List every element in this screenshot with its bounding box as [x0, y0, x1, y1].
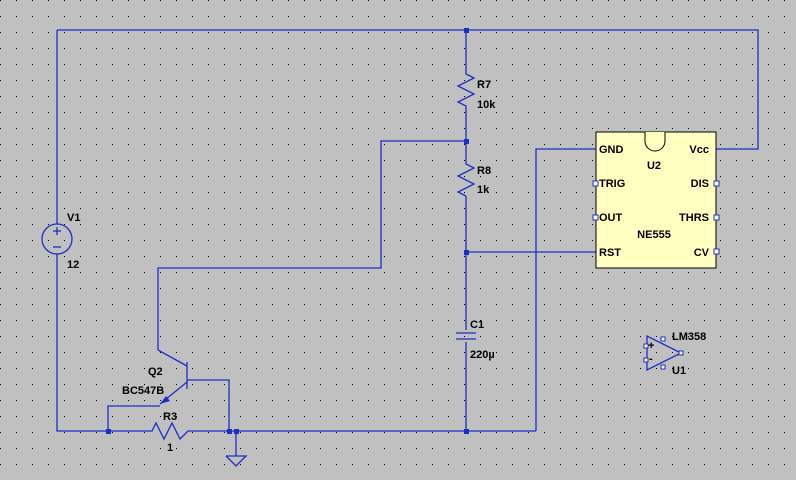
junction	[234, 429, 239, 434]
wire-v1-bottom[interactable]	[56, 254, 108, 432]
c1-name-label: C1	[470, 319, 484, 331]
transistor-q2[interactable]: Q2 BC547B	[122, 349, 188, 405]
pin-out-marker	[592, 214, 599, 221]
c1-value-label: 220µ	[470, 349, 495, 361]
u1-model-label: LM358	[672, 331, 706, 343]
v1-name-label: V1	[67, 212, 80, 224]
wire-gnd-pin[interactable]	[535, 148, 596, 431]
junction	[464, 28, 469, 33]
q2-model-label: BC547B	[122, 385, 164, 397]
transistor-q2-collector	[157, 349, 188, 367]
u1-name-label: U1	[672, 365, 686, 377]
pin-cv-marker	[713, 248, 720, 255]
junction	[227, 429, 232, 434]
u2-model-label: NE555	[637, 229, 671, 241]
resistor-r8[interactable]: R8 1k	[456, 160, 491, 197]
opamp-minus-icon: -	[649, 353, 653, 365]
r3-value-label: 1	[167, 442, 173, 454]
wire-q2-base[interactable]	[187, 379, 230, 431]
u2-name-label: U2	[647, 160, 661, 172]
pin-vcc-label: Vcc	[689, 144, 709, 156]
resistor-r7[interactable]: R7 10k	[456, 70, 496, 111]
pin-thrs-marker	[713, 214, 720, 221]
pin-trig-marker	[592, 180, 599, 187]
junction	[464, 139, 469, 144]
ic-u2[interactable]: GND TRIG OUT RST Vcc DIS THRS CV U2 NE55…	[592, 131, 720, 269]
wire-r3-left[interactable]	[107, 405, 160, 431]
opamp-pin-marker	[678, 350, 684, 356]
ground-icon	[225, 455, 248, 467]
opamp-u1[interactable]: + - LM358 U1	[643, 331, 706, 377]
pin-rst-label: RST	[599, 247, 621, 259]
opamp-plus-icon: +	[648, 340, 654, 352]
wire-q2-collector[interactable]	[157, 140, 466, 350]
opamp-pin-marker	[660, 364, 666, 370]
resistor-r3[interactable]: R3 1	[108, 411, 190, 454]
pin-out-label: OUT	[599, 212, 623, 224]
ground-symbol[interactable]	[225, 455, 248, 467]
r8-value-label: 1k	[477, 184, 490, 196]
transistor-q2-emitter-arrow	[160, 396, 170, 404]
junction	[464, 250, 469, 255]
resistor-r8-symbol	[456, 160, 476, 197]
ic-u2-notch	[644, 132, 666, 152]
pin-dis-marker	[713, 180, 720, 187]
opamp-pin-marker	[643, 357, 649, 363]
capacitor-c1[interactable]: C1 220µ	[456, 319, 495, 361]
v1-value-label: 12	[67, 259, 79, 271]
pin-gnd-label: GND	[599, 144, 624, 156]
pin-trig-label: TRIG	[599, 178, 625, 190]
resistor-r7-symbol	[456, 70, 476, 110]
r3-name-label: R3	[163, 411, 177, 423]
wire-top-rail[interactable]	[57, 29, 759, 150]
r7-value-label: 10k	[477, 99, 496, 111]
opamp-u1-triangle	[646, 334, 683, 372]
opamp-pin-marker	[643, 343, 649, 349]
opamp-pin-marker	[660, 336, 666, 342]
wires	[56, 29, 759, 456]
pin-dis-label: DIS	[691, 178, 709, 190]
r8-name-label: R8	[477, 165, 491, 177]
pin-cv-label: CV	[694, 247, 710, 259]
resistor-r3-symbol	[108, 421, 190, 441]
pin-thrs-label: THRS	[679, 212, 709, 224]
junction	[464, 429, 469, 434]
voltage-source-v1-body	[41, 223, 73, 255]
r7-name-label: R7	[477, 79, 491, 91]
voltage-source-v1[interactable]: V1 12	[41, 212, 80, 271]
q2-name-label: Q2	[148, 366, 163, 378]
